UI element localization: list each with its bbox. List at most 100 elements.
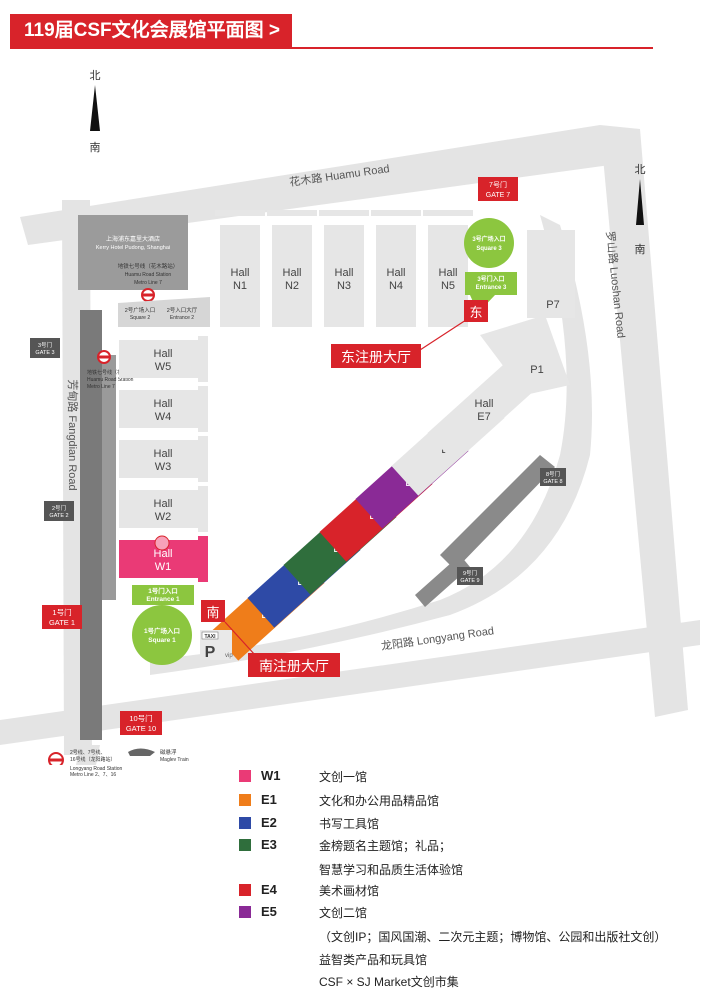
station-longyang-cn2: 16号线（龙阳路站） — [70, 756, 116, 763]
hall-n2-word: Hall — [283, 267, 302, 279]
gate-3-cn: 3号门 — [38, 341, 52, 349]
legend-swatch-w1 — [239, 770, 251, 782]
hall-w3 — [119, 440, 207, 478]
legend-desc-e3: 金榜题名主题馆；礼品； — [319, 839, 452, 853]
gate-2-en: GATE 2 — [49, 513, 68, 519]
hall-n3-label: N3 — [337, 280, 351, 292]
hall-w2 — [119, 490, 207, 528]
hall-w5-annex — [198, 336, 208, 382]
gate-8-cn: 8号门 — [546, 470, 560, 478]
hall-n3-roof — [319, 210, 369, 216]
hall-w4 — [119, 390, 207, 428]
south-registration-char: 南 — [206, 605, 219, 620]
hall-n1-label: N1 — [233, 280, 247, 292]
compass-left: 北 南 — [90, 69, 101, 154]
east-halls: HallE1HallE2HallE3HallE4HallE5HallE6Hall… — [211, 355, 541, 661]
entrance-1-cn: 1号门入口 — [148, 586, 178, 595]
station-huamu-left-line: Metro Line 7 — [87, 384, 115, 390]
station-longyang-en-block: Longyang Road Station Metro Line 2、7、16 — [70, 766, 122, 778]
compass-right-south: 南 — [635, 243, 646, 256]
square-2-area — [118, 297, 210, 327]
square-1-en: Square 1 — [148, 637, 176, 644]
hall-w3-annex — [198, 436, 208, 482]
hall-n1-roof — [215, 210, 265, 216]
hall-n2 — [272, 225, 312, 327]
east-corridor — [440, 455, 555, 570]
gate-3-en: GATE 3 — [35, 350, 54, 356]
hall-w4-word: Hall — [154, 398, 173, 410]
legend-swatch-e2 — [239, 817, 251, 829]
metro-icon-longyang — [48, 752, 64, 765]
square-2-cn: 2号广场入口 — [125, 306, 156, 314]
south-registration-pointer — [224, 621, 256, 656]
hall-n2-roof — [267, 210, 317, 216]
square-1 — [132, 605, 192, 665]
hall-p7 — [527, 230, 575, 318]
hotel-name-en: Kerry Hotel Pudong, Shanghai — [96, 245, 170, 251]
square-3 — [464, 218, 514, 268]
square-1-cn: 1号广场入口 — [144, 626, 180, 635]
hall-n5 — [428, 225, 468, 327]
road-longyang-label: 龙阳路 Longyang Road — [380, 624, 494, 653]
station-huamu-left-en: Huamu Road Station — [87, 377, 134, 383]
hall-n4-roof — [371, 210, 421, 216]
gate-10-tag: 10号门 GATE 10 — [120, 711, 162, 735]
legend-desc-e2: 书写工具馆 — [319, 817, 380, 831]
hall-w3-word: Hall — [154, 448, 173, 460]
square-3-cn: 3号广场入口 — [472, 235, 505, 243]
station-longyang-cn: 2号线、7号线、 — [70, 749, 106, 756]
gate-9-cn: 9号门 — [463, 569, 477, 577]
hall-p1 — [480, 315, 570, 395]
east-registration-tag — [331, 344, 421, 368]
title-underline — [10, 47, 653, 49]
legend-swatch-e1 — [239, 794, 251, 806]
gate-3-tag: 3号门 GATE 3 — [30, 338, 60, 358]
hall-w1-annex — [198, 536, 208, 582]
hall-w3-label: W3 — [155, 461, 172, 473]
parking-p: P — [205, 644, 216, 661]
station-huamu-en: Huamu Road Station — [125, 272, 172, 278]
hall-w1-label: W1 — [155, 561, 172, 573]
maglev-cn: 磁悬浮 — [160, 748, 177, 756]
legend-swatch-e4 — [239, 884, 251, 896]
maglev-icon — [128, 748, 155, 756]
compass-left-south: 南 — [90, 141, 101, 154]
hall-w2-annex — [198, 486, 208, 532]
parking-vip: vip — [225, 653, 233, 659]
hall-n1 — [220, 225, 260, 327]
metro-icon-huamu-top — [141, 288, 155, 302]
entrance-3-cn: 3号门入口 — [477, 275, 504, 283]
station-longyang-line: Metro Line 2、7、16 — [70, 772, 117, 778]
compass-left-north: 北 — [90, 69, 101, 82]
legend-code-w1: W1 — [261, 768, 281, 783]
station-longyang-en: Longyang Road Station — [70, 766, 123, 772]
legend-desc-w1: 文创一馆 — [319, 770, 368, 784]
legend-code-e2: E2 — [261, 815, 277, 830]
gate-7-cn: 7号门 — [489, 180, 507, 189]
east-corridor-2 — [415, 555, 470, 607]
legend-e5-line2: （文创IP；国风国潮、二次元主题；博物馆、公园和出版社文创） — [319, 930, 667, 944]
gate-9-en: GATE 9 — [460, 578, 479, 584]
west-corridor — [102, 355, 116, 600]
legend-e3-line2: 智慧学习和品质生活体验馆 — [319, 863, 464, 877]
hall-w4-annex — [198, 386, 208, 432]
hall-n2-label: N2 — [285, 280, 299, 292]
hall-n3 — [324, 225, 364, 327]
taxi-sign — [201, 631, 219, 640]
mascot-icon — [154, 535, 170, 551]
east-registration-label: 东注册大厅 — [341, 349, 411, 365]
gate-9-tag: 9号门 GATE 9 — [457, 567, 483, 585]
compass-right: 北 南 — [635, 163, 646, 256]
hall-n4-label: N4 — [389, 280, 403, 292]
gate-1-tag: 1号门 GATE 1 — [42, 605, 82, 629]
gate-10-cn: 10号门 — [129, 714, 152, 723]
gate-1-en: GATE 1 — [49, 618, 75, 627]
road-fangdian-label: 芳甸路 Fangdian Road — [66, 379, 80, 490]
maglev-en: Maglev Train — [160, 757, 189, 763]
gate-2-cn: 2号门 — [52, 504, 66, 512]
square-3-en: Square 3 — [476, 246, 502, 252]
hall-n1-word: Hall — [231, 267, 250, 279]
page-title: 119届CSF文化会展馆平面图 > — [10, 14, 293, 48]
gate-10-en: GATE 10 — [126, 724, 156, 733]
